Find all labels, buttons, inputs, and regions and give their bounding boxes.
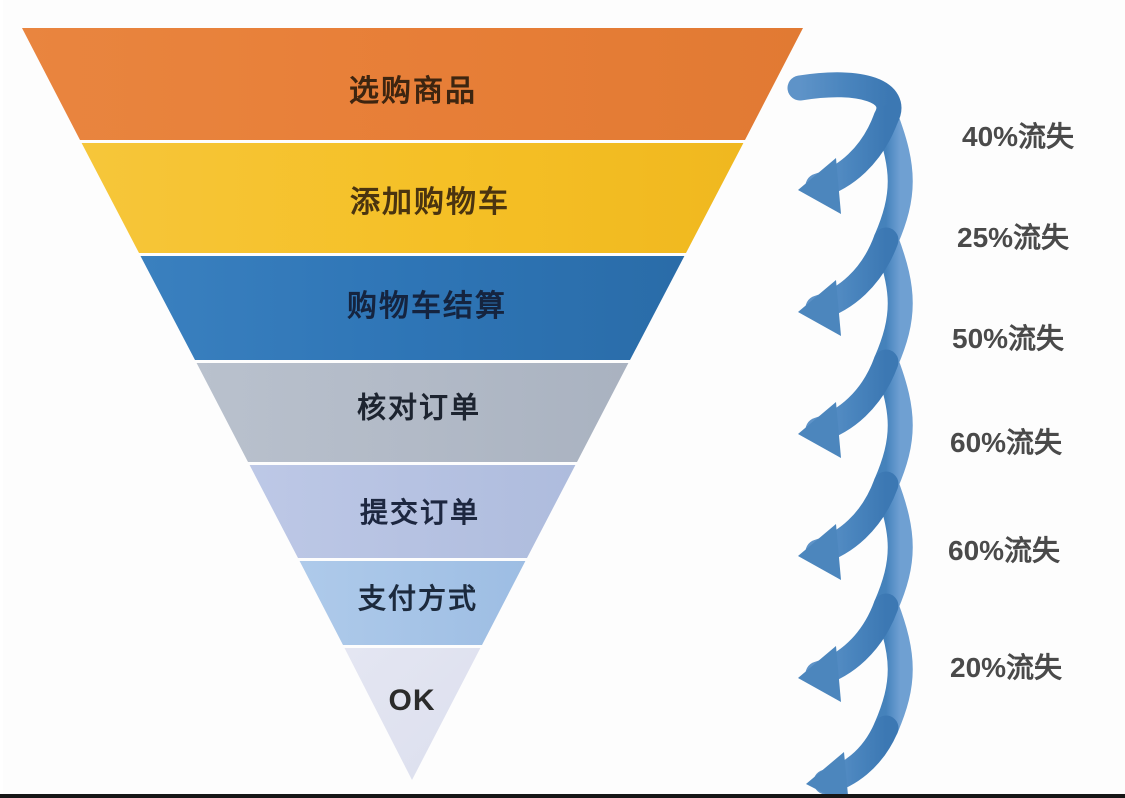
funnel-band-7 bbox=[344, 648, 481, 780]
coil-front-segments bbox=[787, 72, 902, 798]
funnel-band-4 bbox=[196, 363, 629, 462]
arrowhead-4 bbox=[798, 524, 841, 580]
funnel-bands bbox=[22, 28, 803, 780]
funnel-band-6 bbox=[299, 561, 526, 645]
left-edge-seam bbox=[0, 0, 3, 798]
funnel-band-3 bbox=[140, 256, 685, 360]
coil-back-segments bbox=[873, 105, 913, 741]
funnel-band-2 bbox=[81, 143, 744, 253]
loss-label-3: 50%流失 bbox=[952, 323, 1065, 354]
arrowhead-6 bbox=[806, 752, 849, 798]
loss-label-4: 60%流失 bbox=[950, 427, 1063, 458]
spiral-drop-off-arrow bbox=[787, 72, 913, 798]
arrowhead-5 bbox=[798, 646, 841, 702]
funnel-band-1 bbox=[22, 28, 803, 140]
loss-label-1: 40%流失 bbox=[962, 121, 1075, 152]
loss-label-2: 25%流失 bbox=[957, 222, 1070, 253]
arrowhead-3 bbox=[798, 402, 841, 458]
loss-label-6: 20%流失 bbox=[950, 652, 1063, 683]
arrowhead-2 bbox=[798, 280, 841, 336]
bottom-border-rule bbox=[0, 794, 1125, 798]
funnel-band-5 bbox=[249, 465, 576, 558]
loss-label-5: 60%流失 bbox=[948, 535, 1061, 566]
arrowhead-1 bbox=[798, 158, 841, 214]
